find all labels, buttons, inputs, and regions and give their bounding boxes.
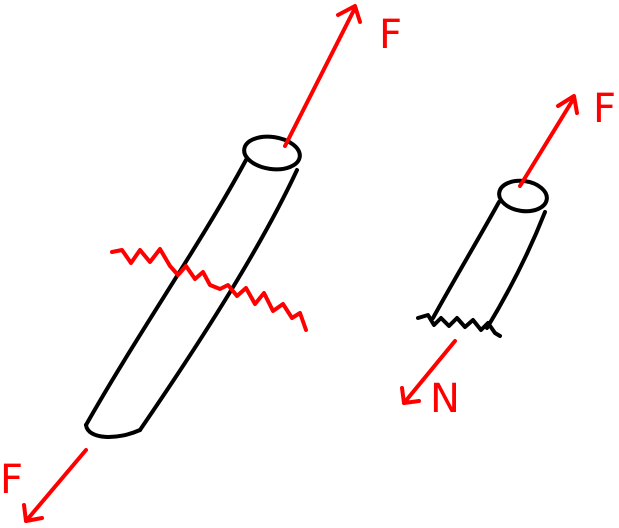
normal-force-label: N xyxy=(430,376,460,422)
force-label-bottom-left-rod: F xyxy=(0,457,23,503)
normal-force-arrow xyxy=(400,339,457,405)
full-rod xyxy=(84,134,302,439)
segment-left-side xyxy=(431,200,501,320)
force-arrow-bottom-left-rod xyxy=(22,448,88,523)
force-label-top-left-rod: F xyxy=(379,12,402,58)
force-arrow-top-left-rod xyxy=(283,4,362,148)
full-rod-left-side xyxy=(84,158,248,427)
force-label-top-right-rod: F xyxy=(593,86,616,132)
cut-line xyxy=(110,247,308,332)
cut-rod-segment xyxy=(416,178,549,338)
full-rod-right-side xyxy=(138,168,299,432)
force-arrow-top-right-rod xyxy=(518,94,579,188)
full-rod-top-end xyxy=(242,134,302,172)
segment-cut-edge xyxy=(416,313,502,338)
segment-right-side xyxy=(485,210,547,330)
full-rod-bottom-end xyxy=(84,423,142,439)
